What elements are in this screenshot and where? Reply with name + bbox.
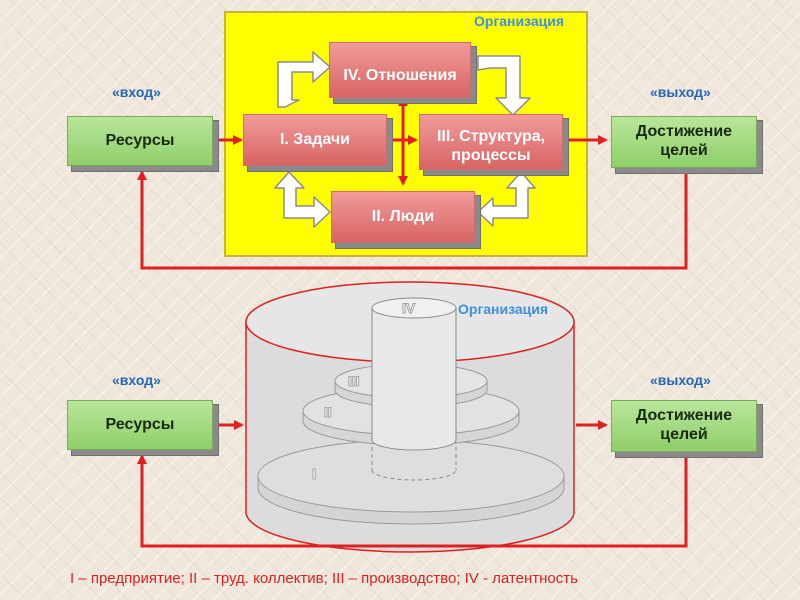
people-box: II. Люди: [331, 191, 475, 243]
curved-arrow-bottom-left-icon: [274, 171, 331, 228]
level-iv-cylinder: [371, 297, 457, 451]
goal-box: Достижение целей: [611, 116, 757, 168]
feedback-loop-arrow: [137, 170, 688, 270]
inner-cylinder-base: [371, 469, 457, 481]
level-i-disc: [257, 439, 565, 525]
level-i-label: I: [312, 466, 316, 483]
output-label: «выход»: [650, 84, 711, 100]
input-label: «вход»: [112, 84, 161, 100]
relations-box: IV. Отношения: [329, 42, 471, 98]
goal-box-bottom: Достижение целей: [611, 400, 757, 452]
resources-box: Ресурсы: [67, 116, 213, 166]
legend-text: I – предприятие; II – труд. коллектив; I…: [70, 570, 578, 587]
curved-arrow-top-left-icon: [277, 51, 331, 108]
input-label-bottom: «вход»: [112, 372, 161, 388]
output-label-bottom: «выход»: [650, 372, 711, 388]
organization-label-bottom: Организация: [458, 301, 549, 317]
curved-arrow-bottom-right-icon: [477, 171, 536, 227]
organization-label: Организация: [474, 13, 565, 29]
level-ii-label: II: [324, 404, 332, 420]
resources-box-bottom: Ресурсы: [67, 400, 213, 450]
structure-box: III. Структура, процессы: [419, 114, 563, 170]
tasks-box: I. Задачи: [243, 114, 387, 166]
level-iv-label: IV: [402, 300, 416, 316]
feedback-loop-arrow-bottom: [137, 454, 688, 548]
level-iii-label: III: [348, 373, 360, 389]
